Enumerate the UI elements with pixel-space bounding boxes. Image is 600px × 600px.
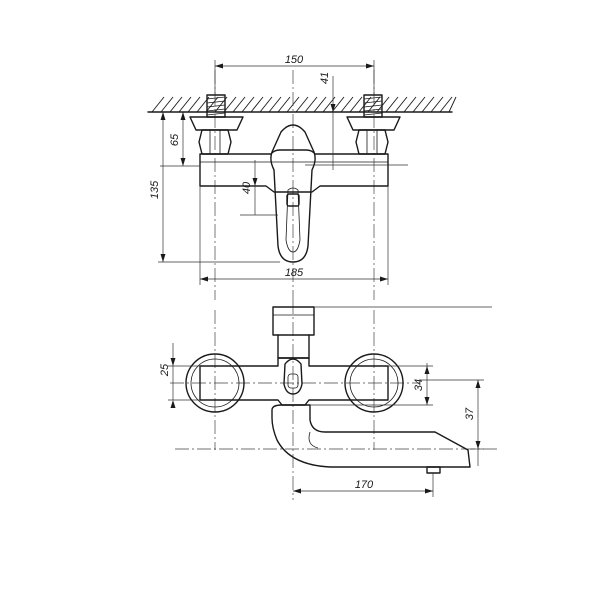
hatch-line [160,96,174,113]
faucet-front-view [189,94,401,263]
hatch-line [340,96,354,113]
dim-base-width: 185 [285,267,304,279]
hatch-line [250,96,264,113]
hatch-line [268,96,282,113]
front-dimensions: 150 41 65 135 40 185 [149,54,408,285]
hatch-line [421,96,435,113]
dim-body-height: 40 [241,181,253,194]
dim-overall-height: 135 [149,180,161,199]
hatch-line [241,96,255,113]
dim-top-width: 150 [285,54,304,66]
dim-top-height: 41 [319,72,331,84]
hatch-line [232,96,246,113]
right-flange [344,353,404,413]
wall-hatch [147,96,457,113]
aerator [426,466,441,474]
hatch-line [151,96,165,113]
lever-top [283,358,303,395]
faucet-top-view [185,306,492,474]
hatch-line [277,96,291,113]
hatch-line [259,96,273,113]
dim-pipe-height: 25 [159,363,171,377]
left-escutcheon [189,116,244,131]
top-dimensions: 25 34 37 170 [159,343,484,497]
mixer-body [199,149,389,193]
lever-handle [270,124,316,263]
diverter-cap [272,306,315,336]
hatch-line [169,96,183,113]
hatch-line [385,96,399,113]
hatch-line [412,96,426,113]
hatch-line [448,96,457,113]
right-escutcheon [346,116,401,131]
hatch-line [358,96,372,113]
spout [271,404,471,468]
hatch-line [205,96,219,113]
left-threaded-pipe [206,94,226,118]
dim-spout-drop: 37 [464,407,476,420]
mixer-body-top [199,357,389,406]
dim-handle-depth: 34 [413,379,425,391]
hatch-line [403,96,417,113]
dim-wall-offset: 65 [169,133,181,146]
center-lines [170,70,500,500]
right-hex-nut [355,129,389,155]
hatch-line [178,96,192,113]
hatch-line [394,96,408,113]
hatch-line [331,96,345,113]
hatch-line [430,96,444,113]
hatch-line [304,96,318,113]
hatch-line [295,96,309,113]
dim-spout-length: 170 [355,479,374,491]
hatch-line [313,96,327,113]
hatch-line [439,96,453,113]
hatch-line [223,96,237,113]
hatch-line [187,96,201,113]
hatch-line [349,96,363,113]
left-flange [185,353,245,413]
